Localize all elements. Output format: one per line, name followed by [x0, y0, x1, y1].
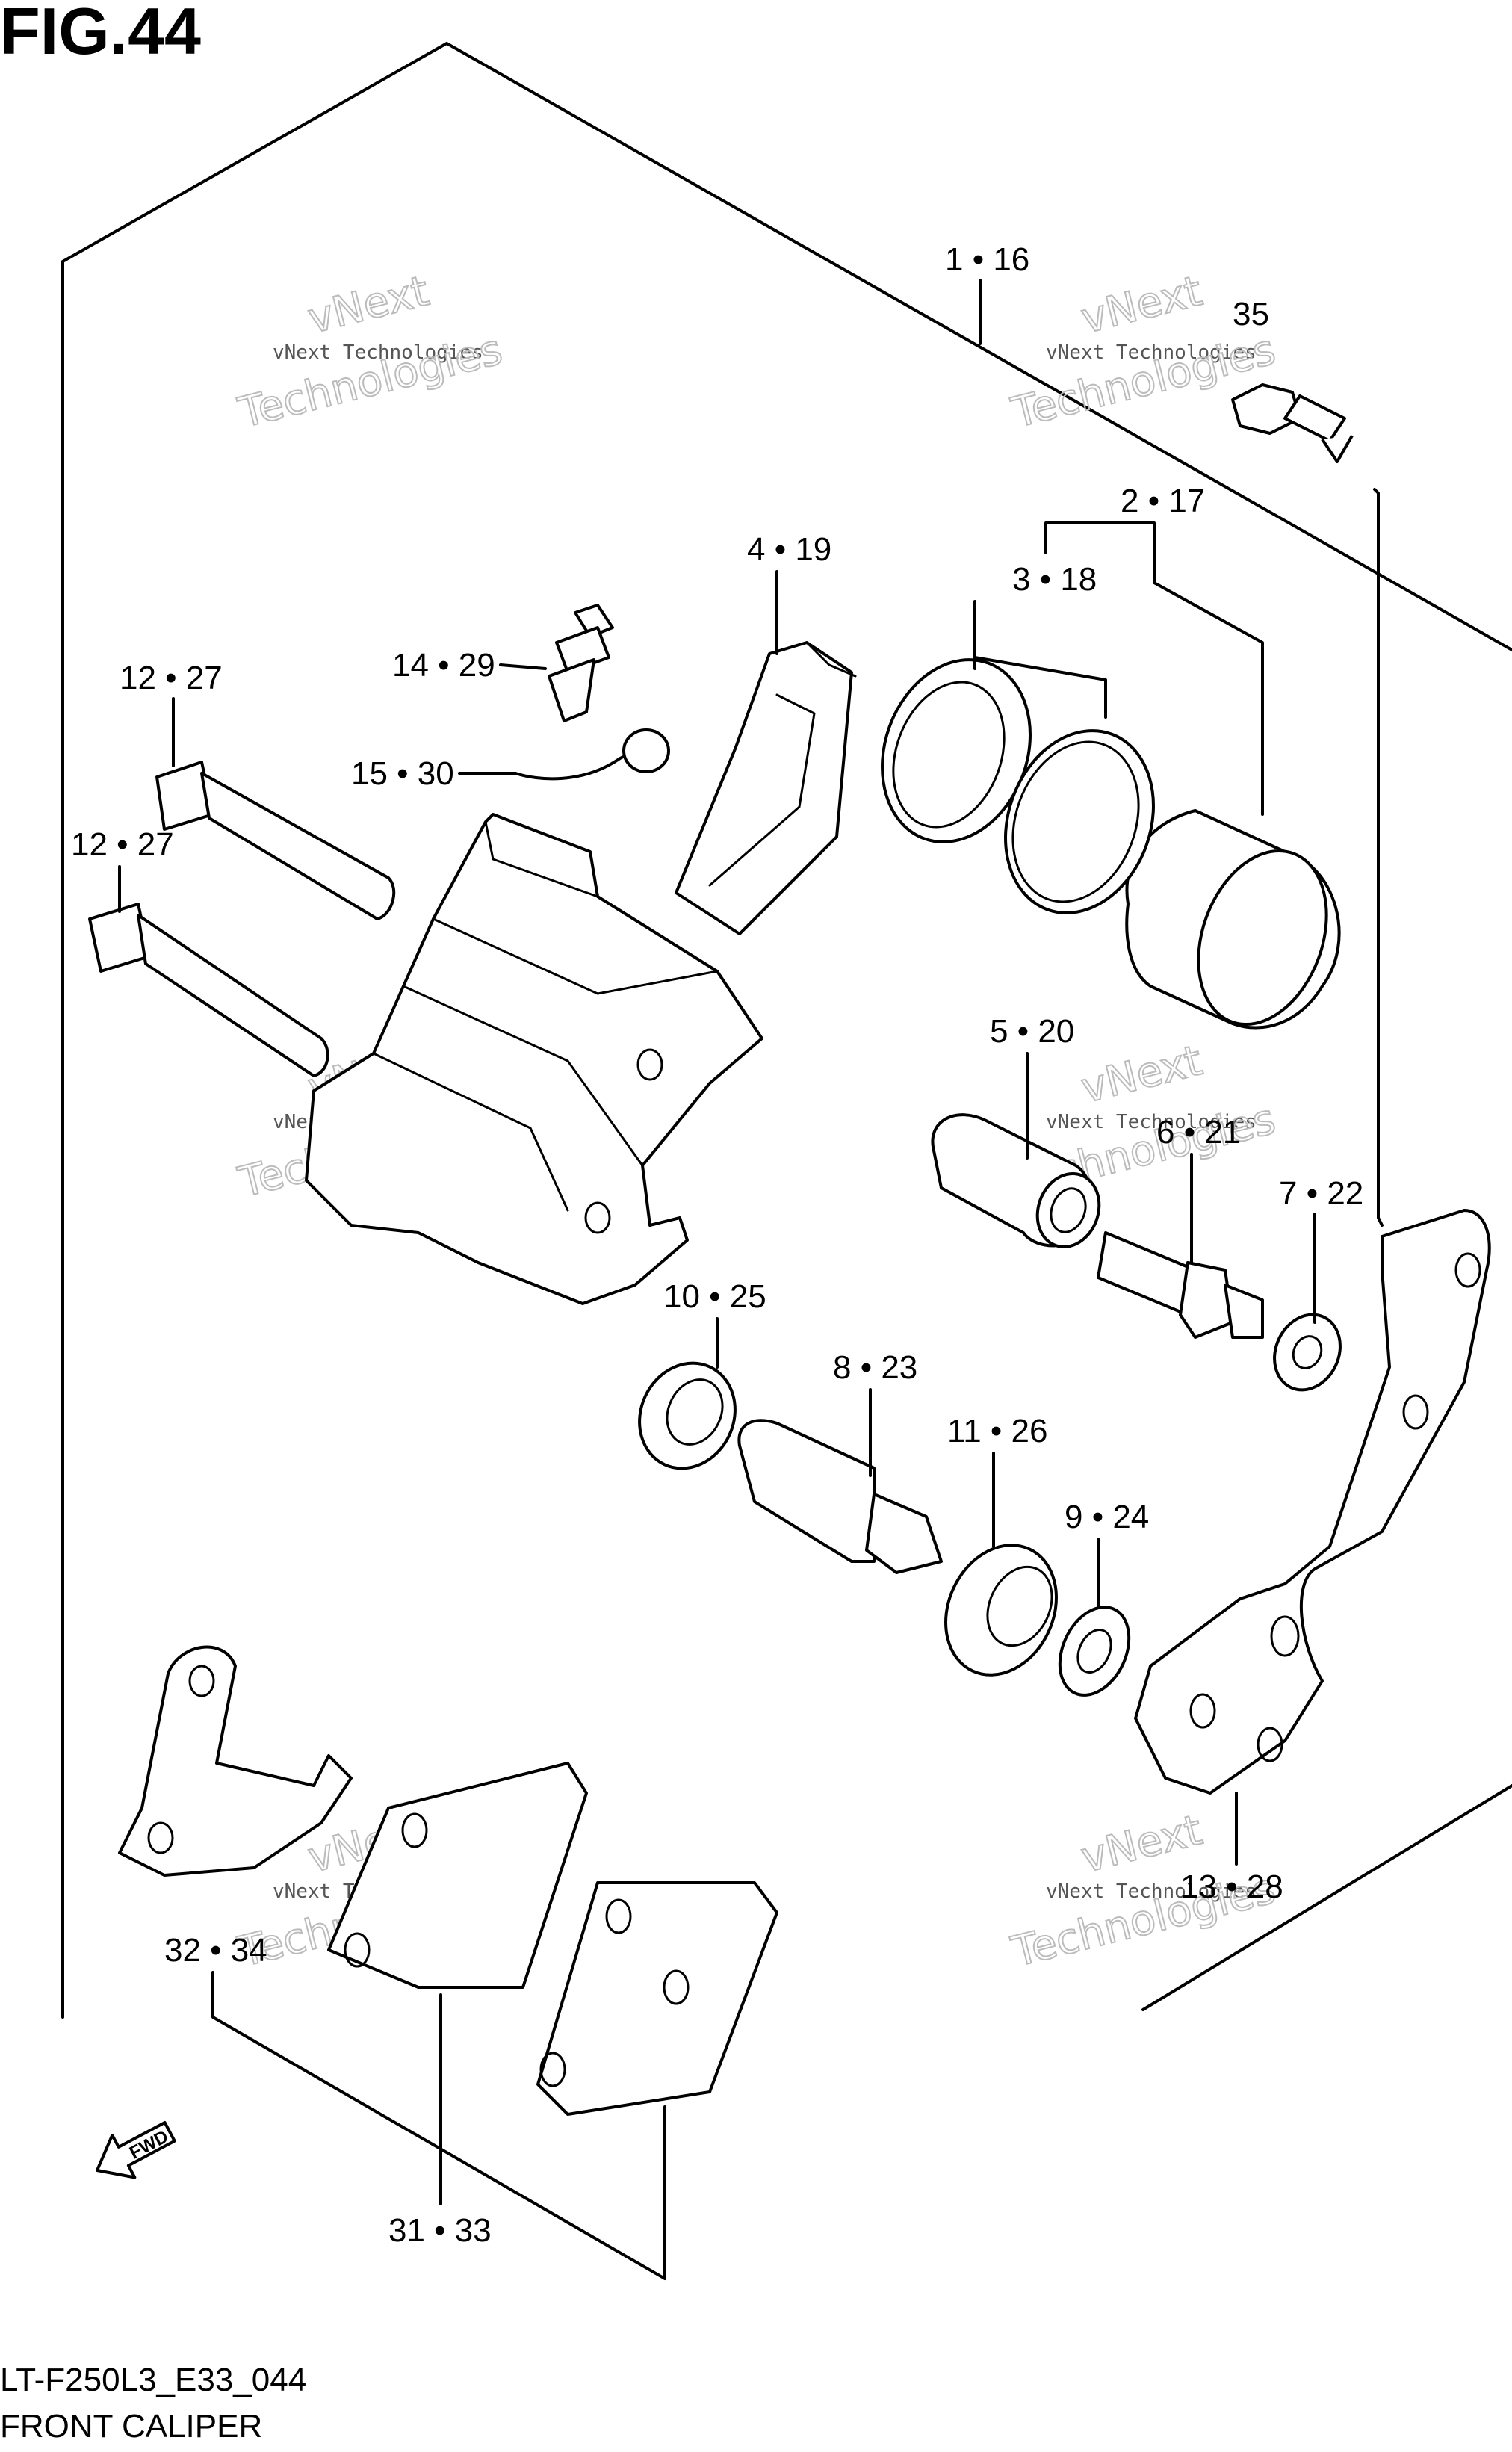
callout-10[interactable]: 10 • 25	[663, 1278, 766, 1315]
bleeder-screw-14[interactable]	[548, 604, 614, 722]
pin-6[interactable]	[1097, 1231, 1264, 1339]
callout-12-lower[interactable]: 12 • 27	[71, 826, 174, 863]
washer-9[interactable]	[1047, 1596, 1143, 1706]
callout-9[interactable]: 9 • 24	[1065, 1499, 1149, 1535]
callout-labels: 1 • 16 35 2 • 17 3 • 18 4 • 19 14 • 29 1…	[71, 241, 1363, 2249]
frame-bottom-edge	[1141, 1784, 1512, 2011]
callout-5[interactable]: 5 • 20	[990, 1013, 1074, 1050]
brake-pad-31b[interactable]	[536, 1881, 778, 2116]
caliper-bracket-13[interactable]	[1134, 1209, 1491, 1795]
bolt-35[interactable]	[1231, 383, 1354, 463]
callout-4[interactable]: 4 • 19	[747, 531, 831, 568]
svg-text:vNext Technologies: vNext Technologies	[273, 341, 483, 364]
callout-14[interactable]: 14 • 29	[392, 647, 495, 684]
washer-7[interactable]	[1262, 1304, 1352, 1401]
svg-text:vNext Technologies: vNext Technologies	[1046, 1111, 1257, 1133]
boot-11[interactable]	[926, 1527, 1077, 1693]
diagram-name: FRONT CALIPER	[0, 2408, 262, 2445]
callout-11[interactable]: 11 • 26	[947, 1413, 1047, 1449]
sleeve-5[interactable]	[931, 1113, 1109, 1256]
callout-3[interactable]: 3 • 18	[1012, 561, 1097, 598]
leader-lines	[118, 279, 1384, 2280]
pad-shim-32[interactable]	[118, 1645, 353, 1877]
slide-pin-12a[interactable]	[155, 761, 396, 920]
callout-32[interactable]: 32 • 34	[164, 1932, 267, 1969]
svg-text:vNext: vNext	[1076, 1036, 1206, 1113]
watermark-1: vNext Technologies vNext Technologies	[233, 266, 508, 439]
pin-8[interactable]	[737, 1419, 943, 1574]
callout-8[interactable]: 8 • 23	[833, 1349, 917, 1386]
callout-7[interactable]: 7 • 22	[1279, 1175, 1363, 1212]
pad-spring-4[interactable]	[675, 641, 857, 935]
figure-title: FIG.44	[0, 0, 201, 68]
callout-15[interactable]: 15 • 30	[351, 755, 454, 792]
svg-text:vNext Technologies: vNext Technologies	[1046, 1880, 1257, 1903]
piston-2[interactable]	[1125, 809, 1349, 1042]
callout-13[interactable]: 13 • 28	[1180, 1869, 1283, 1905]
watermark-2: vNext Technologies vNext Technologies	[1006, 266, 1281, 439]
callout-2[interactable]: 2 • 17	[1121, 483, 1205, 519]
svg-text:vNext Technologies: vNext Technologies	[1046, 341, 1257, 364]
callout-6[interactable]: 6 • 21	[1156, 1114, 1241, 1151]
callout-35[interactable]: 35	[1233, 296, 1269, 332]
callout-1[interactable]: 1 • 16	[945, 241, 1029, 278]
seal-ring-3b[interactable]	[981, 710, 1178, 934]
svg-text:vNext: vNext	[303, 267, 433, 344]
fwd-direction-arrow: FWD	[96, 2120, 176, 2179]
seal-ring-3a[interactable]	[858, 639, 1055, 863]
brake-pad-31a[interactable]	[327, 1762, 588, 1989]
diagram-code: LT-F250L3_E33_044	[0, 2362, 306, 2398]
svg-text:vNext: vNext	[1076, 267, 1206, 344]
caliper-body[interactable]	[305, 813, 763, 1305]
assembly-frame	[61, 42, 1512, 651]
boot-10[interactable]	[622, 1348, 752, 1484]
callout-12-upper[interactable]: 12 • 27	[120, 660, 223, 696]
bleeder-cap-15[interactable]	[515, 728, 670, 781]
slide-pin-12b[interactable]	[88, 903, 329, 1077]
callout-31[interactable]: 31 • 33	[388, 2212, 492, 2249]
